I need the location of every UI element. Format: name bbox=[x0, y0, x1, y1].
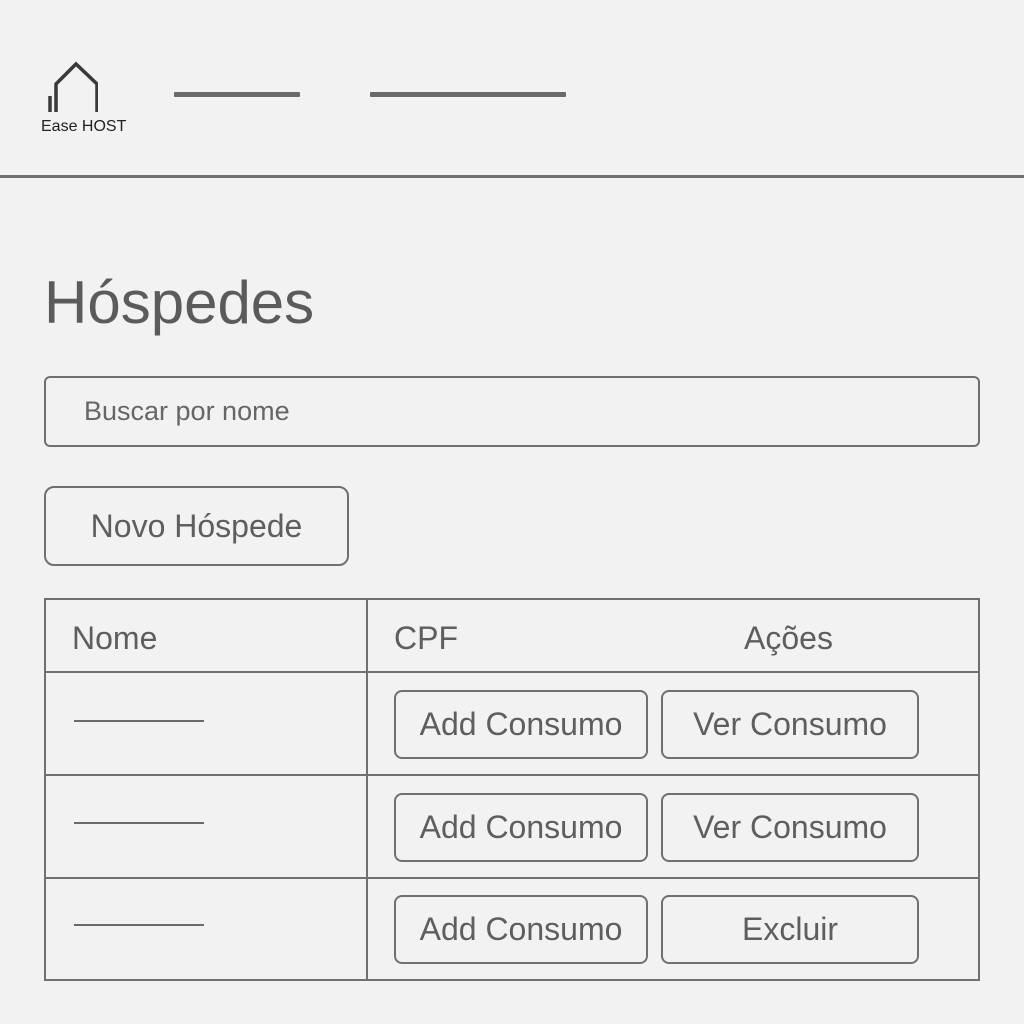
add-consumo-button[interactable]: Add Consumo bbox=[394, 690, 648, 759]
nav-link-placeholder-2[interactable] bbox=[370, 92, 566, 97]
house-icon bbox=[48, 61, 98, 112]
column-header-cpf: CPF bbox=[394, 620, 458, 656]
new-guest-button[interactable]: Novo Hóspede bbox=[44, 486, 349, 566]
ver-consumo-button[interactable]: Ver Consumo bbox=[661, 793, 919, 862]
row-divider bbox=[46, 877, 978, 879]
brand-logo[interactable]: Ease HOST bbox=[38, 58, 133, 140]
column-header-nome: Nome bbox=[72, 620, 158, 656]
add-consumo-button[interactable]: Add Consumo bbox=[394, 793, 648, 862]
nav-link-placeholder-1[interactable] bbox=[174, 92, 300, 97]
guest-name-placeholder bbox=[74, 822, 204, 824]
brand-name: Ease HOST bbox=[41, 118, 127, 135]
guest-name-placeholder bbox=[74, 924, 204, 926]
row-divider bbox=[46, 671, 978, 673]
column-divider bbox=[366, 600, 368, 979]
column-header-acoes: Ações bbox=[744, 620, 833, 656]
ver-consumo-button[interactable]: Ver Consumo bbox=[661, 690, 919, 759]
add-consumo-button[interactable]: Add Consumo bbox=[394, 895, 648, 964]
excluir-button[interactable]: Excluir bbox=[661, 895, 919, 964]
guest-name-placeholder bbox=[74, 720, 204, 722]
search-input[interactable] bbox=[44, 376, 980, 447]
row-divider bbox=[46, 774, 978, 776]
guests-table: Nome CPF Ações Add Consumo Ver Consumo A… bbox=[44, 598, 980, 981]
top-header: Ease HOST bbox=[0, 0, 1024, 178]
page-title: Hóspedes bbox=[44, 269, 315, 336]
